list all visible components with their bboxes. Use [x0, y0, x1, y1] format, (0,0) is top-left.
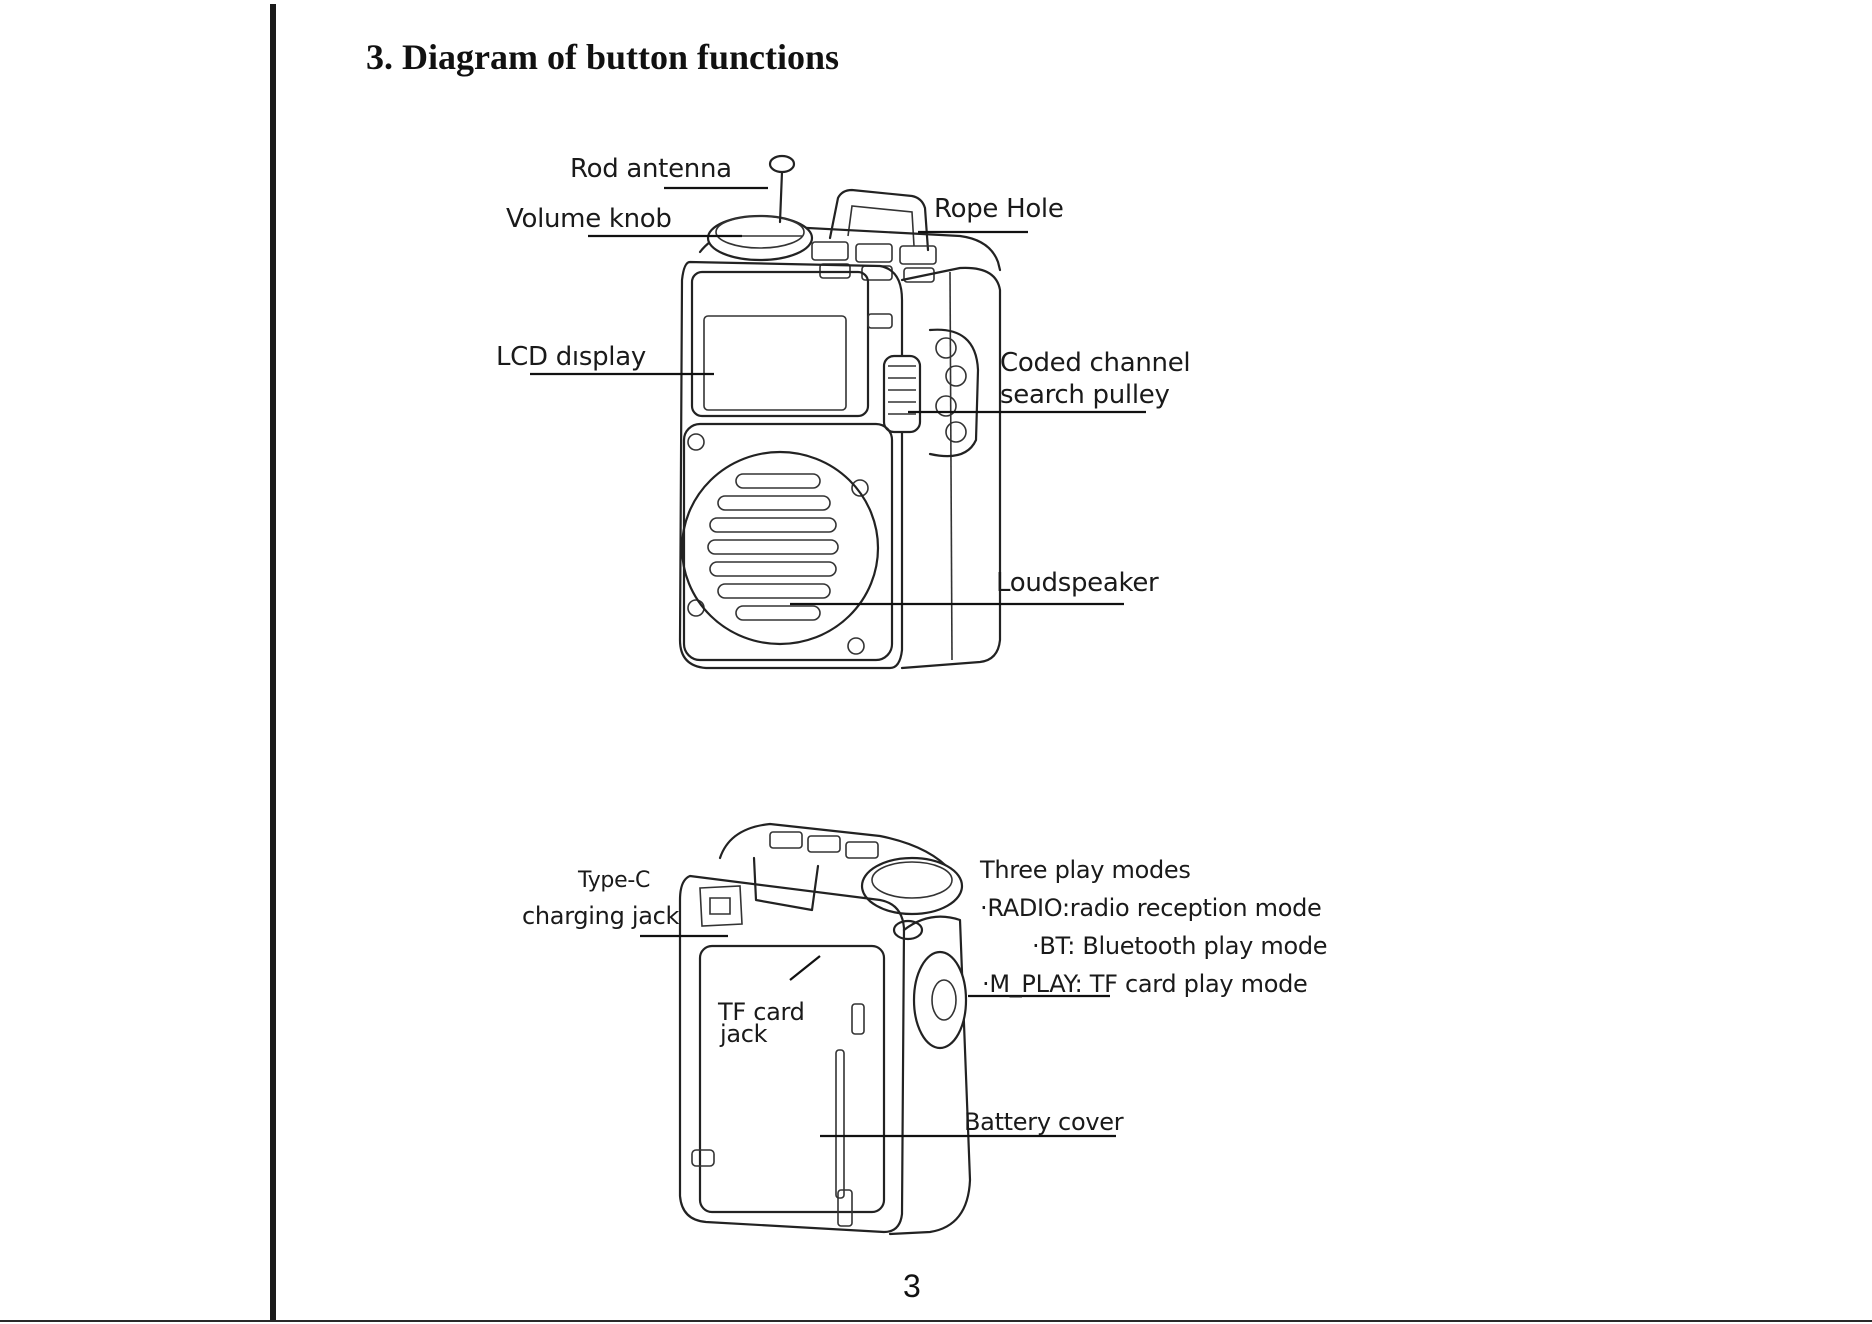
mode-radio-label: ·RADIO:radio reception mode — [980, 894, 1322, 922]
mode-mplay-label: ·M_PLAY: TF card play mode — [982, 970, 1307, 998]
tf-card-leader — [790, 956, 820, 980]
rod-antenna-label: Rod antenna — [570, 154, 732, 184]
page-number: 3 — [903, 1268, 921, 1305]
three-play-modes-label: Three play modes — [980, 856, 1191, 884]
coded-channel-label-line1: Coded channel — [1000, 348, 1190, 378]
type-c-label-line1: Type-C — [578, 868, 650, 893]
type-c-label-line2: charging jack — [522, 902, 679, 930]
battery-cover-label: Battery cover — [964, 1108, 1123, 1136]
mode-bt-label: ·BT: Bluetooth play mode — [1032, 932, 1327, 960]
rope-hole-label: Rope Hole — [934, 194, 1064, 224]
lcd-display-label: LCD dısplay — [496, 342, 646, 372]
loudspeaker-label: Loudspeaker — [996, 568, 1158, 598]
volume-knob-label: Volume knob — [506, 204, 672, 234]
coded-channel-label-line2: search pulley — [1000, 380, 1170, 410]
tf-card-label-line2: jack — [720, 1022, 767, 1046]
